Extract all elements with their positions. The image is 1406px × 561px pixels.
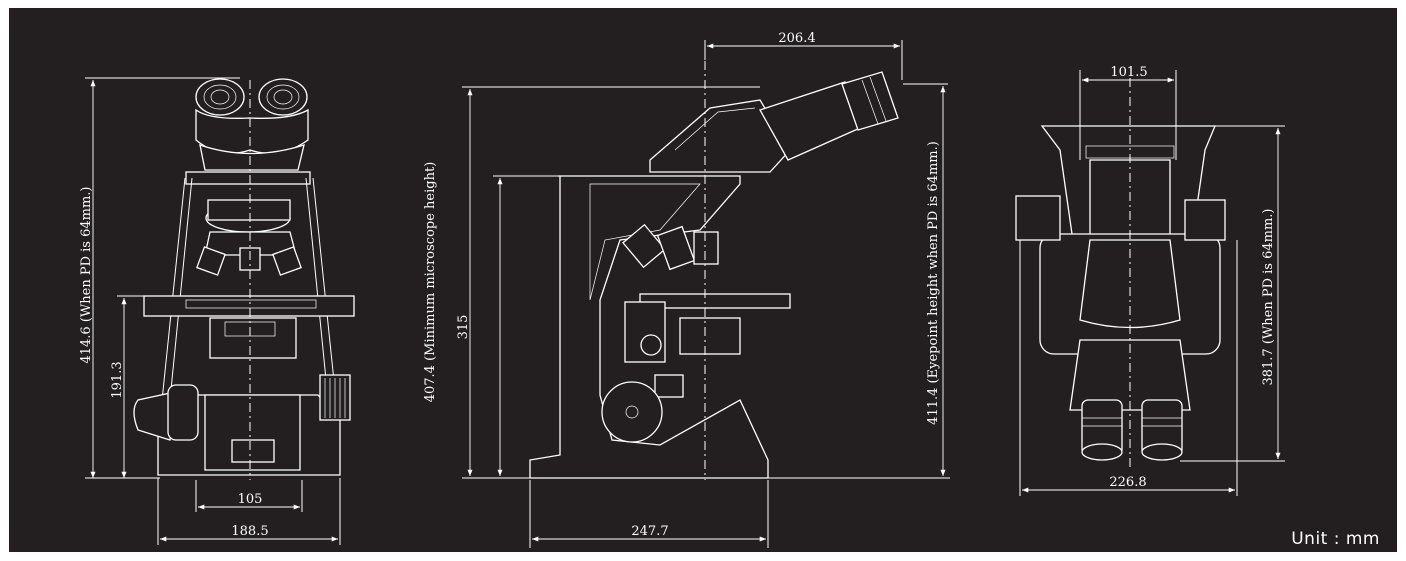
side-base-depth-label: 247.7 — [631, 524, 668, 539]
side-view-microscope — [529, 42, 899, 480]
front-base-inner-width-label: 105 — [238, 492, 263, 507]
top-dimensions — [1019, 70, 1285, 496]
front-total-height-label: 414.6 (When PD is 64mm.) — [79, 186, 94, 363]
side-max-height-label: 407.4 (Minimum microscope height) — [423, 162, 438, 403]
side-eyepiece-offset-label: 206.4 — [778, 31, 815, 46]
top-head-width-label: 101.5 — [1110, 65, 1147, 80]
top-view-microscope — [1015, 78, 1226, 470]
top-total-width-label: 226.8 — [1109, 475, 1146, 490]
front-dimensions — [85, 77, 341, 545]
front-base-width-label: 188.5 — [231, 524, 268, 539]
front-stage-height-label: 191.3 — [110, 361, 125, 398]
front-view-microscope — [133, 78, 355, 480]
side-arm-height-label: 315 — [456, 315, 471, 340]
top-total-depth-label: 381.7 (When PD is 64mm.) — [1261, 208, 1276, 385]
unit-label: Unit : mm — [1291, 529, 1380, 549]
side-dimensions — [462, 40, 950, 548]
side-eyepoint-height-label: 411.4 (Eyepoint height when PD is 64mm.) — [926, 141, 941, 425]
